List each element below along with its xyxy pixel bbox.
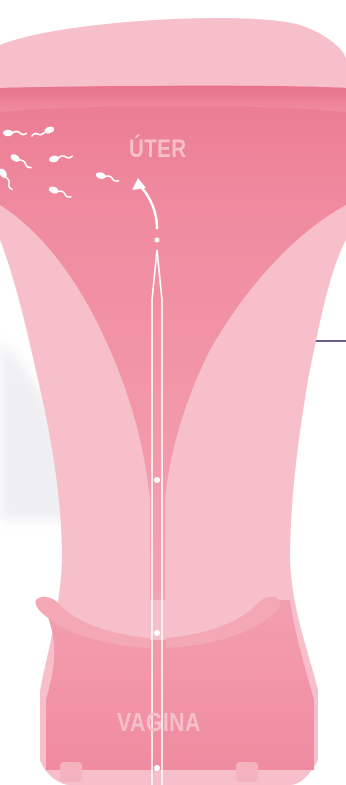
tube-dot	[154, 477, 160, 483]
tube-dot	[155, 238, 160, 243]
tube-dot	[154, 630, 160, 636]
bottom-tab-right	[236, 762, 258, 782]
bottom-tab-left	[60, 762, 82, 782]
uterus-label: ÚTER	[129, 135, 186, 164]
tube-dot	[154, 765, 160, 771]
vagina-label: VAGINA	[117, 707, 201, 738]
